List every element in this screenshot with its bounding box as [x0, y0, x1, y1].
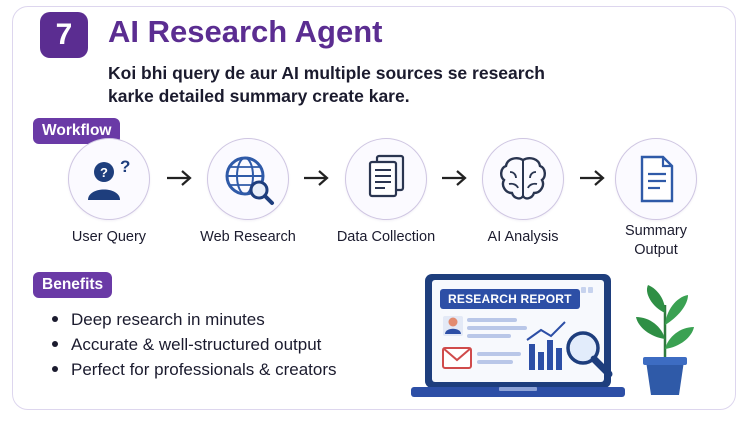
plant-illustration — [636, 285, 694, 395]
step-number-badge: 7 — [40, 12, 88, 58]
summary-document-icon — [615, 138, 697, 220]
list-item: Accurate & well-structured output — [52, 332, 337, 357]
workflow-step-user-query: ? ? User Query — [44, 138, 174, 247]
workflow-step-label: Data Collection — [336, 229, 436, 245]
page-subtitle: Koi bhi query de aur AI multiple sources… — [108, 63, 545, 106]
workflow-step-label: Web Research — [200, 229, 296, 245]
workflow-step-summary-output: Summary Output — [591, 138, 721, 260]
svg-text:?: ? — [120, 157, 130, 176]
workflow-step-ai-analysis: AI Analysis — [458, 138, 588, 247]
brain-icon — [482, 138, 564, 220]
workflow-step-data-collection: Data Collection — [321, 138, 451, 247]
arrow-right-icon — [580, 170, 605, 186]
page-title: AI Research Agent — [108, 14, 383, 49]
report-title-tag: RESEARCH REPORT — [440, 289, 580, 309]
globe-search-icon — [207, 138, 289, 220]
workflow-step-label: Summary Output — [624, 223, 688, 258]
arrow-right-icon — [442, 170, 467, 186]
arrow-right-icon — [304, 170, 329, 186]
workflow-step-web-research: Web Research — [183, 138, 313, 247]
workflow-step-label: User Query — [71, 229, 147, 245]
list-item: Deep research in minutes — [52, 307, 337, 332]
user-question-icon: ? ? — [68, 138, 150, 220]
benefits-label: Benefits — [33, 272, 113, 298]
workflow-label: Workflow — [33, 118, 121, 144]
documents-icon — [345, 138, 427, 220]
arrow-right-icon — [167, 170, 192, 186]
benefits-list: Deep research in minutes Accurate & well… — [52, 307, 337, 382]
workflow-step-label: AI Analysis — [487, 229, 559, 245]
svg-text:?: ? — [100, 165, 108, 180]
list-item: Perfect for professionals & creators — [52, 357, 337, 382]
